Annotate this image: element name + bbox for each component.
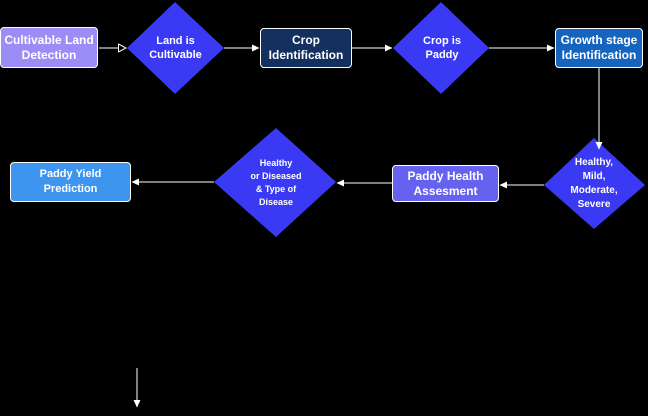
node-cultivable-land-detection[interactable]: Cultivable Land Detection bbox=[0, 27, 98, 68]
node-paddy-yield-prediction[interactable]: Paddy Yield Prediction bbox=[10, 162, 131, 202]
label-healthy-or-diseased: Healthy or Diseased & Type of Disease bbox=[250, 158, 302, 207]
diamond-land-is-cultivable[interactable] bbox=[127, 2, 224, 94]
label-land-is-cultivable: Land is Cultivable bbox=[149, 35, 202, 61]
node-crop-identification[interactable]: Crop Identification bbox=[260, 28, 352, 68]
node-paddy-health-assessment[interactable]: Paddy Health Assesment bbox=[392, 165, 499, 202]
diamond-crop-is-paddy[interactable] bbox=[393, 2, 489, 94]
diamond-healthy-or-diseased[interactable] bbox=[214, 128, 336, 237]
diamond-severity-levels[interactable] bbox=[544, 138, 645, 229]
label-crop-is-paddy: Crop is Paddy bbox=[423, 35, 461, 61]
node-growth-stage-identification[interactable]: Growth stage Identification bbox=[555, 28, 643, 68]
label-severity-levels: Healthy, Mild, Moderate, Severe bbox=[570, 157, 618, 210]
